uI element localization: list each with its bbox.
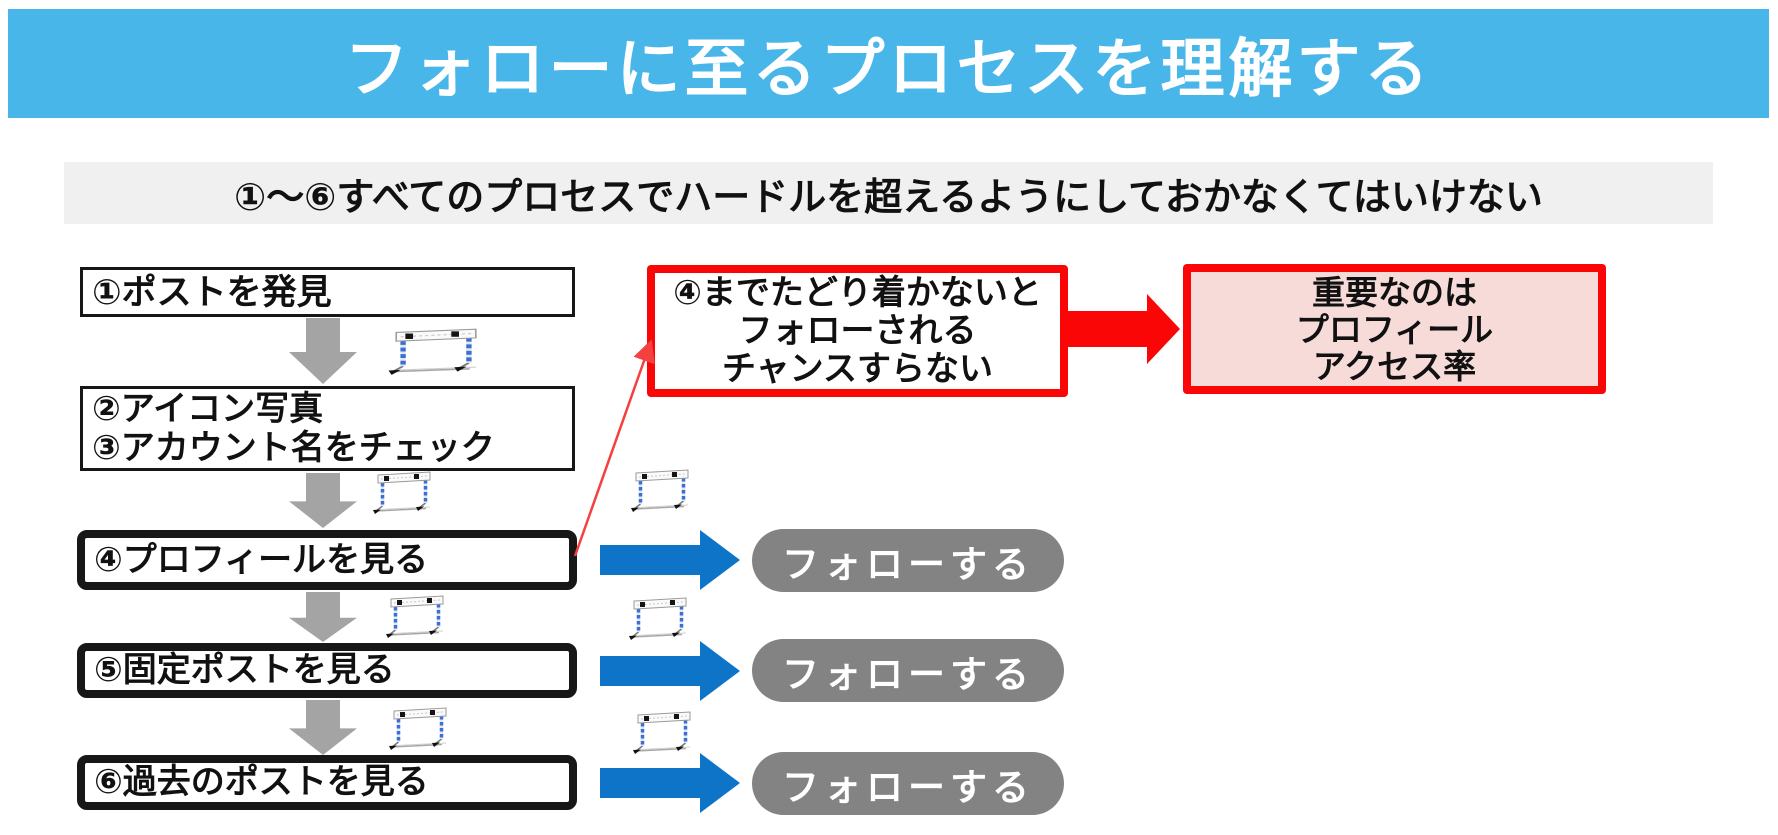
hurdle-icon [372,470,436,516]
callout-box: ④までたどり着かないと フォローされる チャンスすらない [647,265,1068,397]
hurdle-icon [388,706,452,752]
note-banner: ①〜⑥すべてのプロセスでハードルを超えるようにしておかなくてはいけない [64,162,1713,224]
follow-button-label: フォローする [782,543,1034,585]
callout-line-1: ④までたどり着かないと [673,274,1042,312]
conclusion-line-2: プロフィール [1295,310,1494,348]
callout-line-2: フォローされる [738,312,977,350]
step-box-1: ①ポストを発見 [80,267,575,317]
hurdle-icon [387,327,485,377]
note-text: ①〜⑥すべてのプロセスでハードルを超えるようにしておかなくてはいけない [234,176,1543,219]
follow-button: フォローする [752,752,1064,815]
hurdle-icon [628,596,692,642]
hurdle-icon [385,594,449,640]
step-2-label: ②アイコン写真 [92,389,324,428]
callout-line-3: チャンスすらない [722,350,993,388]
step-4-label: ④プロフィールを見る [94,540,429,579]
conclusion-line-3: アクセス率 [1312,347,1477,385]
blue-right-arrow-icon [600,753,740,813]
down-arrow-icon [289,700,357,755]
page-title: フォローに至るプロセスを理解する [344,32,1433,105]
step-3-label: ③アカウント名をチェック [92,428,495,467]
follow-button-label: フォローする [782,766,1034,808]
red-connector-arrow-icon [573,339,655,557]
follow-button: フォローする [752,529,1064,592]
step-6-label: ⑥過去のポストを見る [94,763,429,801]
follow-button: フォローする [752,639,1064,702]
down-arrow-icon [289,318,357,384]
title-banner: フォローに至るプロセスを理解する [8,9,1769,118]
step-1-label: ①ポストを発見 [92,272,332,312]
follow-button-label: フォローする [782,653,1034,695]
red-right-arrow-icon [1066,294,1180,364]
step-5-label: ⑤固定ポストを見る [94,651,395,689]
step-box-6: ⑥過去のポストを見る [77,755,577,810]
conclusion-line-1: 重要なのは [1312,273,1477,311]
down-arrow-icon [289,473,357,528]
step-box-2-3: ②アイコン写真 ③アカウント名をチェック [80,386,575,471]
step-box-4: ④プロフィールを見る [77,530,577,590]
conclusion-box: 重要なのは プロフィール アクセス率 [1183,264,1606,394]
hurdle-icon [632,710,696,756]
blue-right-arrow-icon [600,641,740,701]
step-box-5: ⑤固定ポストを見る [77,643,577,698]
down-arrow-icon [289,592,357,642]
